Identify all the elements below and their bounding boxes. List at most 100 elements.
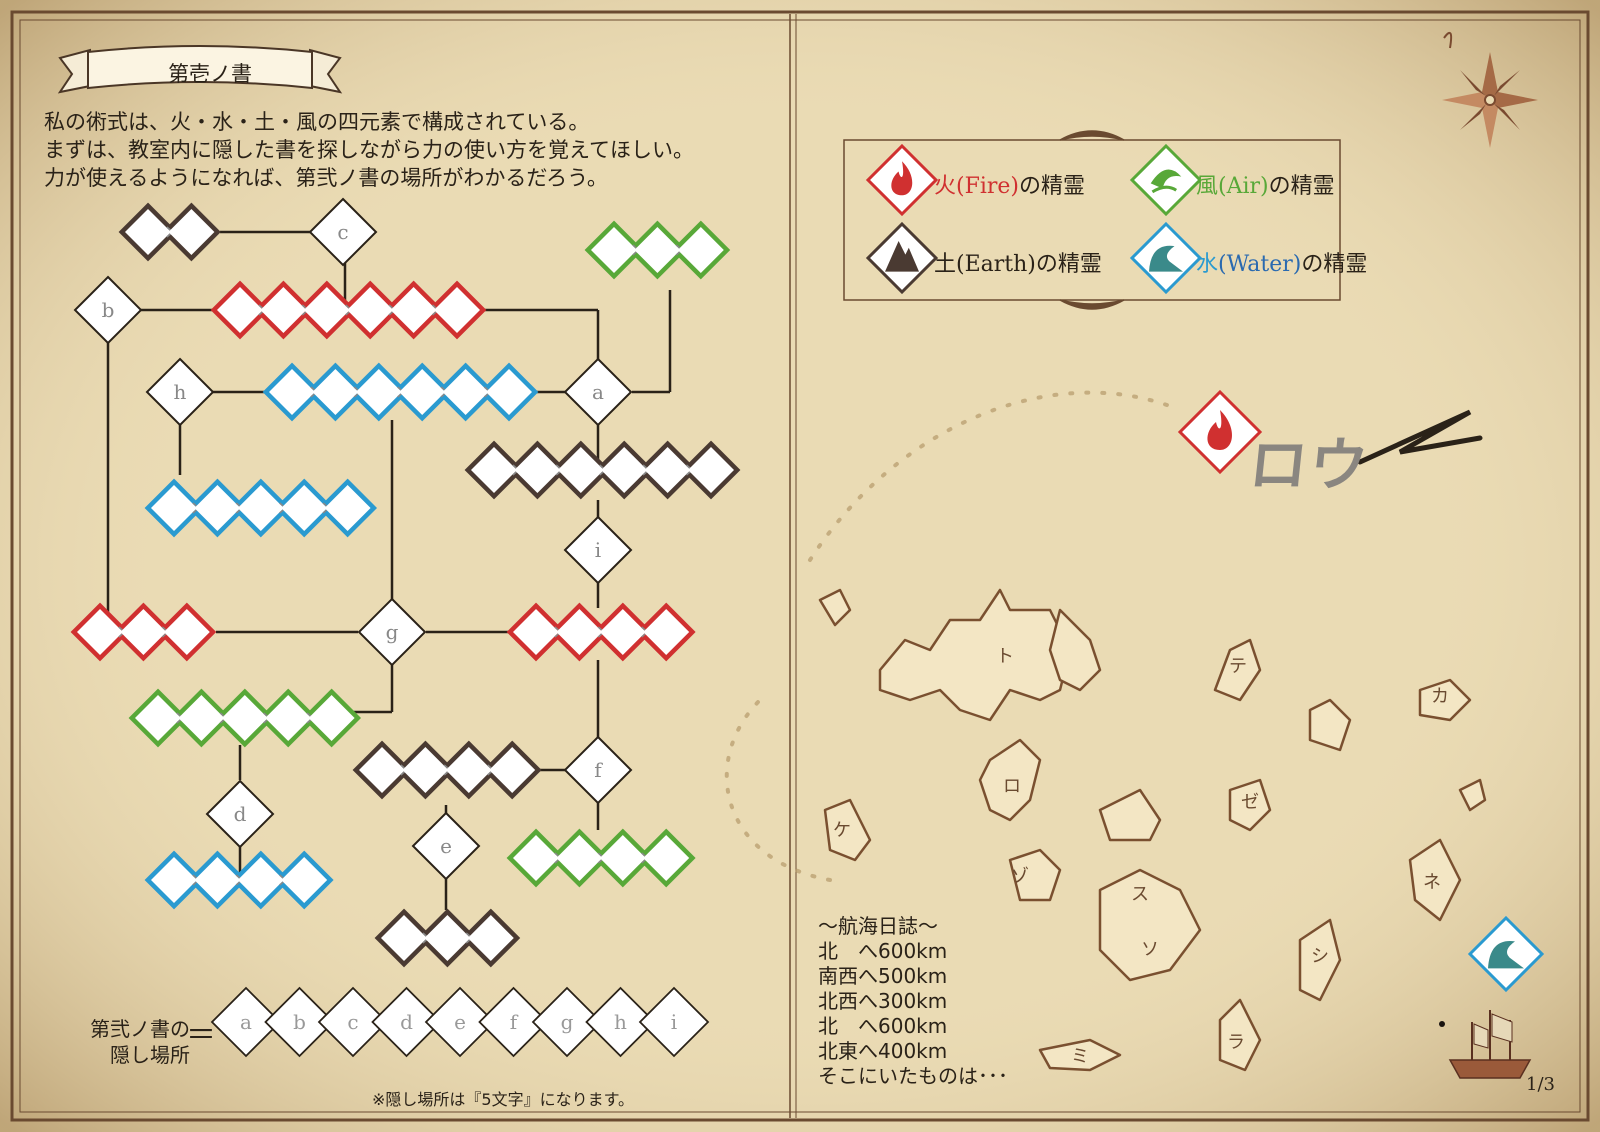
chain-cell[interactable] <box>643 835 690 881</box>
island-label: ト <box>996 646 1014 667</box>
node-label: b <box>102 298 115 322</box>
dotted-trail <box>724 390 1182 882</box>
chain-fire-top <box>210 280 487 340</box>
chain-cell[interactable] <box>399 369 446 415</box>
chain-cell[interactable] <box>168 209 215 255</box>
intro-line: 私の術式は、火・水・土・風の四元素で構成されている。 <box>44 110 590 134</box>
chain-cell[interactable] <box>424 915 471 961</box>
chain-cell[interactable] <box>355 369 402 415</box>
logbook-entry: 北 へ600km <box>818 939 948 963</box>
chain-cell[interactable] <box>281 857 328 903</box>
chain-cell[interactable] <box>308 695 355 741</box>
answer-cell-d[interactable]: d <box>371 986 442 1058</box>
chain-cell[interactable] <box>151 485 197 531</box>
chain-cell[interactable] <box>265 695 312 741</box>
chain-cell[interactable] <box>135 695 181 741</box>
chain-water-low <box>144 850 334 910</box>
chain-cell[interactable] <box>312 369 359 415</box>
chain-cell[interactable] <box>556 609 603 655</box>
chain-cell[interactable] <box>324 485 371 531</box>
legend-fire: 火(Fire)の精霊 <box>934 168 1085 200</box>
answer-label-line2: 隠し場所 <box>110 1043 190 1067</box>
island-label: ネ <box>1423 872 1441 893</box>
chain-cell[interactable] <box>194 857 241 903</box>
chain-cell[interactable] <box>489 747 536 793</box>
map-water-icon <box>1467 915 1545 993</box>
chain-cell[interactable] <box>402 747 449 793</box>
chain-cell[interactable] <box>125 209 171 255</box>
chain-cell[interactable] <box>390 287 437 333</box>
node-label: a <box>592 380 604 404</box>
island-label: シ <box>1311 946 1329 967</box>
chain-cell[interactable] <box>217 287 263 333</box>
answer-cell-c[interactable]: c <box>317 986 389 1058</box>
answer-cell-label: e <box>454 1010 466 1034</box>
node-b: b <box>73 275 143 345</box>
chain-cell[interactable] <box>677 227 724 273</box>
puzzle-chains <box>70 202 741 968</box>
answer-cell-label: a <box>240 1010 252 1034</box>
chain-cell[interactable] <box>467 915 514 961</box>
island-label: ゾ <box>1011 866 1029 887</box>
chain-cell[interactable] <box>194 485 241 531</box>
chain-cell[interactable] <box>471 447 517 493</box>
chain-cell[interactable] <box>237 485 284 531</box>
legend-water-jp: 水 <box>1196 252 1219 277</box>
chain-water-left <box>144 478 378 538</box>
chain-earth-mid <box>464 440 741 500</box>
chain-cell[interactable] <box>599 835 646 881</box>
chain-cell[interactable] <box>445 747 492 793</box>
chain-cell[interactable] <box>643 609 690 655</box>
chain-cell[interactable] <box>442 369 489 415</box>
node-f: f <box>563 735 633 805</box>
chain-cell[interactable] <box>151 857 197 903</box>
answer-cell-a[interactable]: a <box>210 986 282 1058</box>
legend-earth-icon <box>865 221 939 295</box>
chain-cell[interactable] <box>514 447 561 493</box>
island-label: ミ <box>1071 1046 1089 1067</box>
chain-cell[interactable] <box>269 369 315 415</box>
node-label: g <box>386 620 399 644</box>
legend-frame <box>843 130 1341 310</box>
chain-cell[interactable] <box>513 835 559 881</box>
hero-fire-icon <box>1177 389 1263 475</box>
chain-cell[interactable] <box>634 227 681 273</box>
chain-cell[interactable] <box>688 447 734 493</box>
island-label: ソ <box>1141 939 1159 960</box>
legend-earth-suffix: の精霊 <box>1035 252 1102 277</box>
chain-cell[interactable] <box>359 747 405 793</box>
chain-cell[interactable] <box>281 485 328 531</box>
logbook: ～航海日誌～ 北 へ600km 南西へ500km 北西へ300km 北 へ600… <box>818 914 1008 1089</box>
chain-cell[interactable] <box>513 609 559 655</box>
chain-cell[interactable] <box>303 287 350 333</box>
chain-cell[interactable] <box>644 447 691 493</box>
node-d: d <box>205 779 275 849</box>
chain-cell[interactable] <box>601 447 648 493</box>
node-a: a <box>563 357 633 427</box>
chain-cell[interactable] <box>237 857 284 903</box>
chain-cell[interactable] <box>260 287 307 333</box>
answer-cell-h[interactable]: h <box>585 986 656 1058</box>
chain-cell[interactable] <box>434 287 480 333</box>
answer-cell-i[interactable]: i <box>638 986 710 1058</box>
chain-cell[interactable] <box>486 369 532 415</box>
chain-cell[interactable] <box>120 609 167 655</box>
chain-cell[interactable] <box>221 695 268 741</box>
answer-cell-g[interactable]: g <box>531 986 603 1058</box>
chain-cell[interactable] <box>178 695 225 741</box>
chain-cell[interactable] <box>557 447 604 493</box>
page-frame <box>10 10 1590 1122</box>
chain-cell[interactable] <box>599 609 646 655</box>
chain-cell[interactable] <box>163 609 210 655</box>
legend-air-jp: 風 <box>1196 174 1219 199</box>
answer-equals: ＝ <box>186 1018 216 1053</box>
map-islands <box>818 588 1487 1072</box>
chain-cell[interactable] <box>591 227 637 273</box>
chain-air-left <box>128 688 362 748</box>
chain-cell[interactable] <box>556 835 603 881</box>
title-banner <box>57 45 343 94</box>
chain-cell[interactable] <box>381 915 427 961</box>
legend-water-en: (Water) <box>1218 252 1302 277</box>
chain-cell[interactable] <box>347 287 394 333</box>
chain-cell[interactable] <box>77 609 123 655</box>
